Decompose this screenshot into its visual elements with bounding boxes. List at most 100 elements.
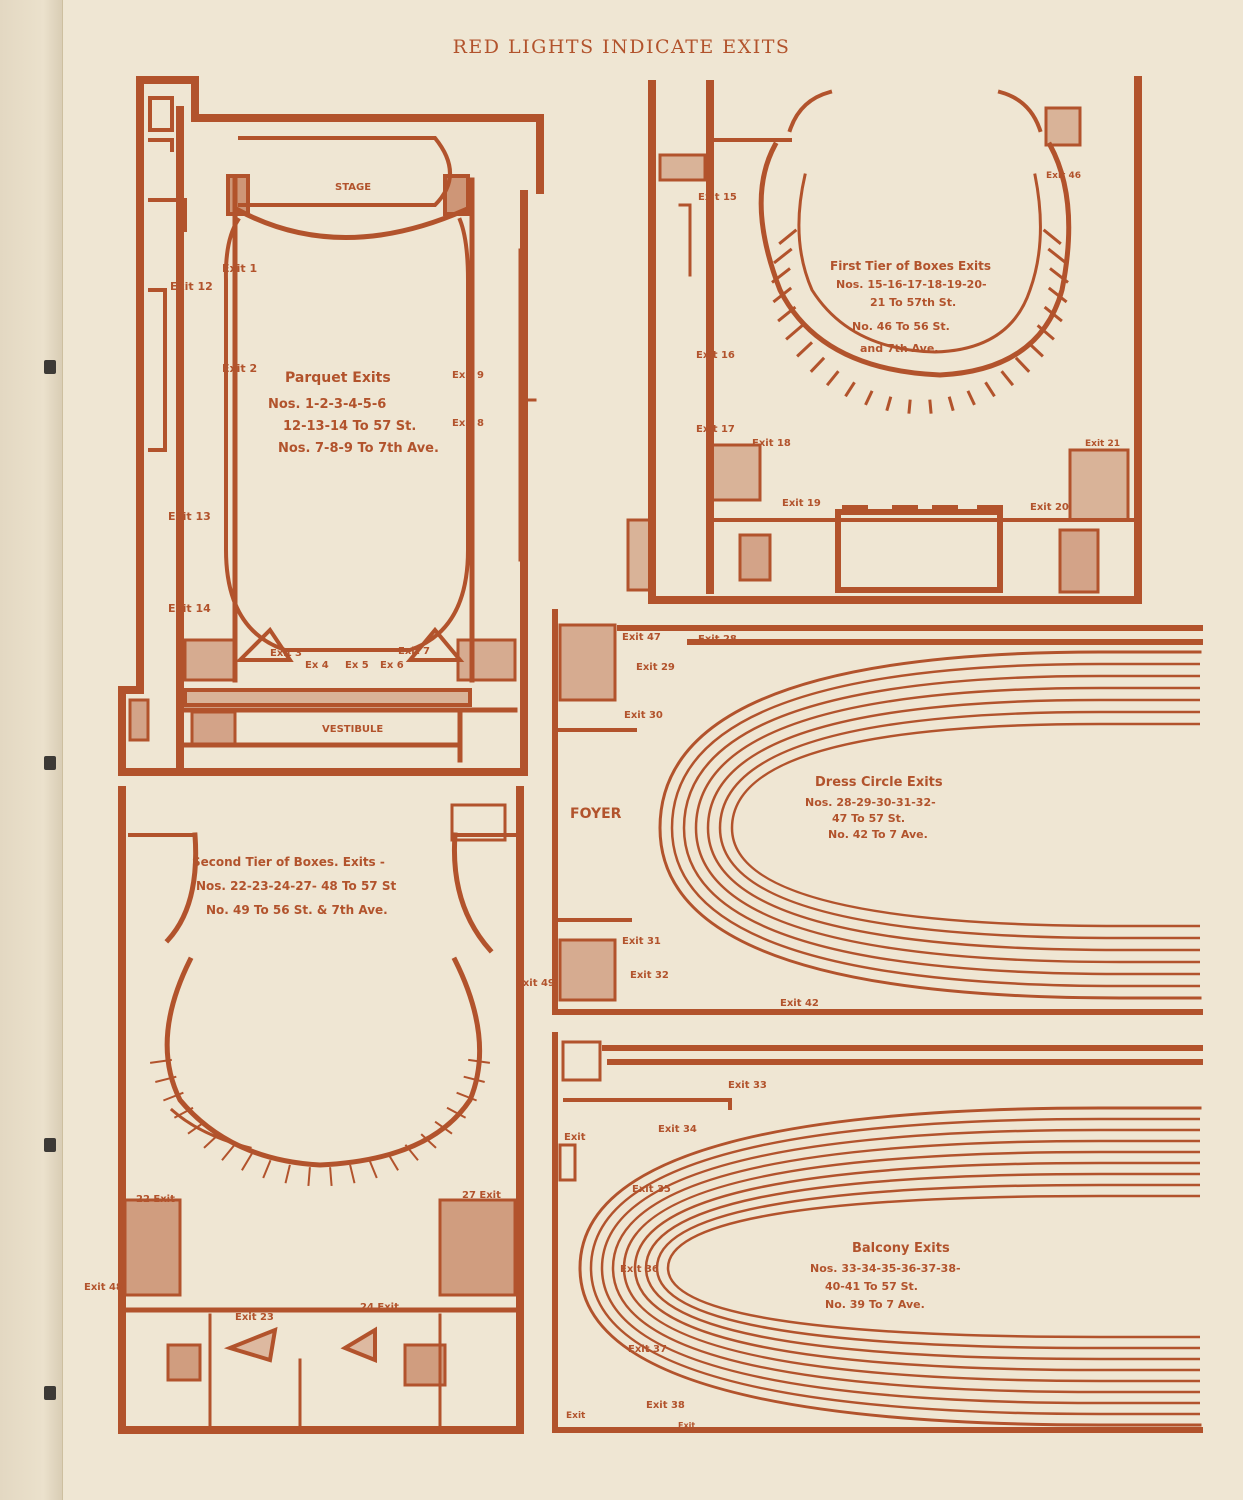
balcony-labels: Balcony Exits Nos. 33-34-35-36-37-38- 40…	[564, 1080, 961, 1430]
exit-31-label: Exit 31	[622, 936, 661, 947]
box-partition	[463, 1075, 485, 1083]
stage-label: STAGE	[335, 182, 371, 193]
exit-28-label: Exit 28	[698, 634, 737, 645]
balcony-row	[644, 1172, 1200, 1361]
exit-13-label: Exit 13	[168, 510, 211, 523]
dress-circle-line-2: 47 To 57 St.	[832, 812, 905, 825]
box-partition	[434, 1120, 453, 1135]
box-partition	[446, 1106, 467, 1119]
dress-circle-row	[682, 674, 1200, 976]
balcony-row	[666, 1194, 1200, 1339]
balcony-row	[655, 1183, 1200, 1350]
exit-47-label: Exit 47	[622, 632, 661, 643]
parquet-line-2: 12-13-14 To 57 St.	[283, 419, 416, 434]
exit-39-label: Exit	[566, 1411, 586, 1421]
box-partition	[241, 1153, 253, 1171]
exit-35-label: Exit 35	[632, 1184, 671, 1195]
exit-24-label: 24 Exit	[360, 1302, 399, 1313]
exit-left-label: Exit	[564, 1132, 586, 1143]
exit-49-label: Exit 49	[516, 978, 555, 989]
parquet-labels: STAGE Parquet Exits Nos. 1-2-3-4-5-6 12-…	[168, 182, 484, 735]
box-partition	[187, 1120, 206, 1135]
box-partition	[1042, 228, 1062, 245]
exit-42-label: Exit 42	[780, 998, 819, 1009]
box-partition	[1036, 324, 1055, 341]
exit-3-label: Exit 3	[270, 648, 302, 659]
box-partition	[456, 1091, 477, 1102]
dress-circle-row	[730, 722, 1200, 928]
box-partition	[221, 1144, 236, 1161]
exit-8-label: Exit 8	[452, 418, 484, 429]
box-partition	[778, 228, 798, 245]
box-partition	[771, 267, 791, 284]
box-partition	[907, 399, 912, 414]
first-tier-plan	[626, 76, 1142, 604]
box-partition	[420, 1133, 437, 1149]
box-partition	[966, 390, 976, 406]
exit-38-label: Exit 38	[646, 1400, 685, 1411]
box-partition	[284, 1164, 291, 1184]
exit-46-label: Exit 46	[1046, 171, 1081, 181]
exit-27-label: 27 Exit	[462, 1190, 501, 1201]
box-partition	[773, 247, 793, 265]
exit-48-label: Exit 48	[84, 1282, 123, 1293]
first-tier-labels: First Tier of Boxes Exits Nos. 15-16-17-…	[696, 171, 1120, 513]
balcony-plan	[552, 1032, 1203, 1433]
foyer-label: FOYER	[570, 806, 622, 822]
box-partition	[349, 1164, 356, 1184]
balcony-title: Balcony Exits	[852, 1241, 950, 1256]
dress-circle-labels: FOYER Dress Circle Exits Nos. 28-29-30-3…	[570, 632, 943, 1009]
exit-9-label: Exit 9	[452, 370, 484, 381]
second-tier-labels: Second Tier of Boxes. Exits - Nos. 22-23…	[84, 855, 555, 1323]
box-partition	[785, 324, 804, 341]
exit-1-label: Exit 1	[222, 262, 257, 275]
box-partition	[307, 1167, 311, 1186]
box-partition	[777, 305, 797, 323]
box-partition	[1000, 370, 1015, 387]
box-partition	[387, 1153, 399, 1171]
dress-circle-row	[706, 698, 1200, 952]
parquet-line-3: Nos. 7-8-9 To 7th Ave.	[278, 441, 439, 456]
page-header: RED LIGHTS INDICATE EXITS	[452, 36, 791, 58]
exit-30-label: Exit 30	[624, 710, 663, 721]
dress-circle-line-1: Nos. 28-29-30-31-32-	[805, 796, 936, 809]
balcony-row	[633, 1161, 1200, 1372]
box-partition	[149, 1058, 172, 1064]
box-partition	[844, 381, 856, 398]
exit-32-label: Exit 32	[630, 970, 669, 981]
dress-circle-row	[718, 710, 1200, 940]
box-partition	[173, 1106, 194, 1119]
exit-16-label: Exit 16	[696, 350, 735, 361]
exit-34-label: Exit 34	[658, 1124, 697, 1135]
exit-5-label: Ex 5	[345, 660, 369, 671]
box-partition	[368, 1159, 378, 1179]
box-partition	[928, 399, 933, 414]
box-partition	[203, 1133, 220, 1149]
seating-rows	[149, 228, 1200, 1416]
balcony-row	[611, 1139, 1200, 1394]
exit-12-label: Exit 12	[170, 280, 213, 293]
exit-21-label: Exit 21	[1085, 439, 1120, 449]
exit-6-label: Ex 6	[380, 660, 404, 671]
box-partition	[1014, 356, 1031, 373]
box-partition	[825, 370, 840, 387]
first-tier-line-4: and 7th Ave.	[860, 342, 938, 355]
parquet-title: Parquet Exits	[285, 370, 391, 386]
box-partition	[796, 341, 814, 358]
second-tier-plan	[118, 786, 524, 1434]
dress-circle-title: Dress Circle Exits	[815, 775, 943, 790]
balcony-row	[589, 1117, 1200, 1416]
exit-37-label: Exit 37	[628, 1344, 667, 1355]
exit-4-label: Ex 4	[305, 660, 329, 671]
box-partition	[1047, 247, 1067, 265]
vestibule-label: VESTIBULE	[322, 724, 383, 735]
parquet-plan	[118, 76, 544, 776]
exit-19-label: Exit 19	[782, 498, 821, 509]
exit-23-label: Exit 23	[235, 1312, 274, 1323]
exit-29-label: Exit 29	[636, 662, 675, 673]
staple	[44, 756, 56, 770]
dress-circle-line-3: No. 42 To 7 Ave.	[828, 828, 928, 841]
box-partition	[262, 1159, 272, 1179]
first-tier-line-2: 21 To 57th St.	[870, 296, 956, 309]
